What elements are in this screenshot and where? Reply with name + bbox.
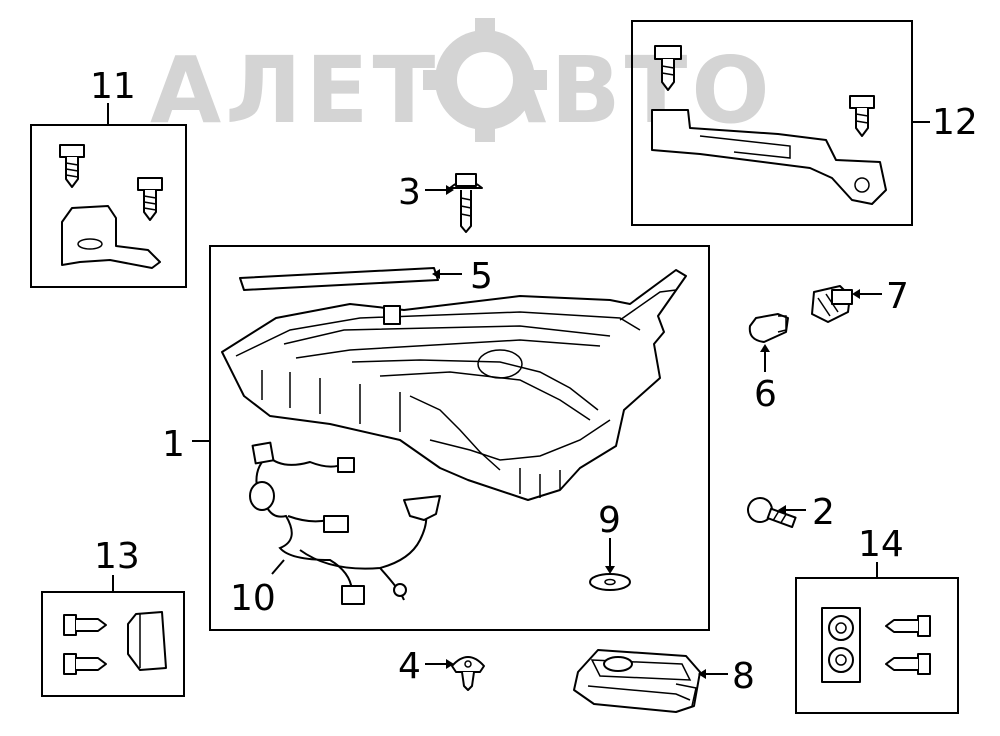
callout-11: 11: [90, 66, 136, 107]
part-10-wiring-harness-icon: [249, 441, 441, 605]
callout-14: 14: [858, 524, 904, 565]
callout-1: 1: [162, 424, 185, 465]
part-2-screw-icon: [747, 497, 797, 529]
part-11-screw-icon: [137, 177, 163, 221]
part-12-bracket-icon: [651, 109, 887, 205]
part-11-bracket-kit: [30, 103, 187, 288]
part-11-bracket-icon: [61, 205, 161, 269]
callout-12: 12: [932, 102, 978, 143]
part-5-seal-strip-icon: [239, 267, 439, 291]
callout-5: 5: [470, 256, 493, 297]
part-12-mounting-bracket: [631, 20, 930, 226]
part-9-washer-icon: [589, 573, 631, 591]
part-7-bulb-socket-icon: [811, 285, 853, 323]
part-12-screw-icon: [849, 95, 875, 137]
callout-7: 7: [886, 276, 909, 317]
callout-8: 8: [732, 656, 755, 697]
part-14-adjuster-kit: [795, 562, 959, 714]
part-10-arrow: [271, 559, 285, 575]
part-5-arrowhead: [432, 269, 440, 279]
part-11-screw-icon: [59, 144, 85, 188]
part-13-screw-icon: [63, 614, 107, 636]
part-14-box: [795, 577, 959, 714]
part-3-arrowhead: [446, 185, 454, 195]
part-3-bolt-icon: [449, 173, 483, 233]
callout-6: 6: [754, 374, 777, 415]
callout-3: 3: [398, 172, 421, 213]
part-6-bulb-icon: [748, 313, 789, 343]
part-13-screw-icon: [63, 653, 107, 675]
headlamp-housing-icon: [221, 269, 687, 501]
part-8-control-module-icon: [573, 649, 701, 713]
part-4-clip-icon: [451, 656, 485, 691]
part-13-spacer-icon: [127, 611, 167, 671]
part-1-box: [209, 245, 710, 631]
callout-9: 9: [598, 500, 621, 541]
part-13-fastener-kit: [41, 575, 185, 697]
part-14-screw-icon: [885, 653, 931, 675]
part-14-screw-icon: [885, 615, 931, 637]
callout-labels: 1 2 3 4 5 6 7 8 9 10 11 12 13 14: [90, 66, 978, 697]
part-1-headlamp-assembly: [192, 245, 710, 631]
callout-13: 13: [94, 536, 140, 577]
callout-2: 2: [812, 492, 835, 533]
part-12-screw-icon: [654, 45, 682, 91]
gear-logo-icon: [423, 18, 547, 142]
callout-10: 10: [230, 578, 276, 619]
callout-4: 4: [398, 646, 421, 687]
